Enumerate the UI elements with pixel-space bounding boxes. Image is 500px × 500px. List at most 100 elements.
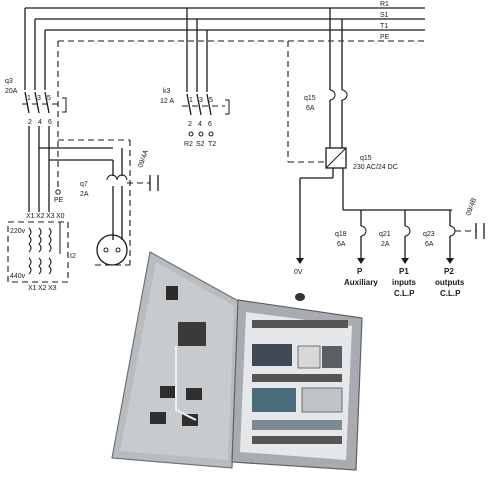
t2-frame <box>7 221 69 283</box>
door-pushbutton-2 <box>186 388 202 400</box>
k3-output-t2: T2 <box>208 141 216 148</box>
p1-code: P1 <box>399 267 409 276</box>
motor-symbol <box>96 234 128 266</box>
p-arrow <box>357 258 365 264</box>
q23-rating: 6A <box>425 241 434 248</box>
pe-marker-label: PE <box>54 197 64 204</box>
psu-rating: 230 AC/24 DC <box>353 164 398 171</box>
p1-caption-1: inputs <box>392 278 417 287</box>
t2-bottom-x1: X1 <box>28 285 37 292</box>
p2-caption-1: outputs <box>435 278 465 287</box>
t2-coil-4 <box>28 257 32 275</box>
cable-gland <box>295 293 305 301</box>
t2-coil-5 <box>38 257 42 275</box>
t2-secondary-label: 440v <box>10 273 26 280</box>
k3-contact-2 <box>196 93 202 116</box>
k3-out-terminal-2 <box>198 131 204 137</box>
output-branch-p1: q21 2A P1 inputs C.L.P <box>379 210 417 298</box>
t2-coil-2 <box>38 227 42 253</box>
q3-contact-1 <box>24 91 30 114</box>
q23-name: q23 <box>423 231 435 238</box>
terminal-strip <box>252 420 342 430</box>
wire-duct-top <box>252 320 348 328</box>
q3-term-4: 4 <box>38 119 42 126</box>
t2-term-x1: X1 <box>26 213 35 220</box>
q15-rating: 6A <box>306 105 315 112</box>
p1-arrow <box>401 258 409 264</box>
psu-box <box>325 147 347 169</box>
aux-contact-2-label: 09/4B <box>465 197 478 217</box>
psu-name: q15 <box>360 155 372 162</box>
wire-duct-bottom <box>252 436 342 444</box>
cabinet-photo <box>111 251 363 471</box>
q23-arc <box>449 225 456 237</box>
t2-coil-1 <box>28 227 32 253</box>
k3-term-1: 1 <box>189 97 193 104</box>
k3-out-terminal-3 <box>208 131 214 137</box>
q18-rating: 6A <box>337 241 346 248</box>
t2-bottom-x2: X2 <box>38 285 47 292</box>
t2-name: t2 <box>70 253 76 260</box>
q7-name: q7 <box>80 181 88 188</box>
wire-duct-middle <box>252 374 342 382</box>
t2-term-x0: X0 <box>56 213 65 220</box>
door-pushbutton-4 <box>182 414 198 426</box>
p1-caption-2: C.L.P <box>394 289 415 298</box>
k3-rating: 12 A <box>160 98 174 105</box>
output-branch-p2: q23 6A P2 outputs C.L.P 09/4B <box>423 197 485 298</box>
q21-name: q21 <box>379 231 391 238</box>
k3-out-terminal-1 <box>188 131 194 137</box>
q3-term-5: 5 <box>47 95 51 102</box>
bus-t1-label: T1 <box>380 23 388 30</box>
q3-contact-2 <box>34 91 40 114</box>
zero-v-arrow <box>296 258 304 264</box>
din-rail-breakers <box>252 344 292 366</box>
door-lock <box>166 286 178 300</box>
aux-contact-1-label: 09/4A <box>137 149 150 169</box>
p-caption: Auxiliary <box>344 278 378 287</box>
t2-coil-3 <box>48 227 52 253</box>
motor-terminal-1 <box>103 247 109 253</box>
q3-rating: 20A <box>5 88 18 95</box>
k3-term-2: 2 <box>188 121 192 128</box>
t2-coil-6 <box>48 257 52 275</box>
q18-arc <box>360 225 367 237</box>
p2-code: P2 <box>444 267 454 276</box>
q15-name: q15 <box>304 95 316 102</box>
door-pushbutton-3 <box>150 412 166 424</box>
q21-rating: 2A <box>381 241 390 248</box>
q3-name: q3 <box>5 78 13 85</box>
relay-module <box>297 345 321 369</box>
t2-bottom-x3: X3 <box>48 285 57 292</box>
k3-contact-1 <box>186 93 192 116</box>
k3-term-3: 3 <box>199 97 203 104</box>
k3-output-r2: R2 <box>184 141 193 148</box>
output-branch-p: q18 6A P Auxiliary <box>335 210 378 287</box>
contactor-k3: k3 12 A 1 3 5 2 4 6 R2 S2 T2 <box>160 8 230 148</box>
q3-term-1: 1 <box>27 95 31 102</box>
t2-term-x3: X3 <box>46 213 55 220</box>
door-wiring <box>175 346 197 421</box>
q3-contact-3 <box>44 91 50 114</box>
q7-breaker-arc-1 <box>106 174 118 181</box>
q7-rating: 2A <box>80 191 89 198</box>
p-code: P <box>357 267 363 276</box>
door-switch-box <box>178 322 206 346</box>
k3-contact-3 <box>206 93 212 116</box>
q3-term-2: 2 <box>28 119 32 126</box>
q15-arc-1 <box>329 89 336 101</box>
transformer-t2: 220v 440v X1 X2 X3 X0 t2 X1 X2 X3 <box>7 213 76 292</box>
t2-primary-label: 220v <box>10 228 26 235</box>
q15-arc-2 <box>341 89 348 101</box>
plc-module <box>252 388 296 412</box>
bus-pe-label: PE <box>380 34 390 41</box>
t2-term-x2: X2 <box>36 213 45 220</box>
zero-v-label: 0V <box>294 269 303 276</box>
p2-caption-2: C.L.P <box>440 289 461 298</box>
k3-term-5: 5 <box>209 97 213 104</box>
door-pushbutton-1 <box>160 386 176 398</box>
q3-handle <box>62 97 67 113</box>
power-supply-module <box>301 387 343 413</box>
contactor-module <box>322 346 342 368</box>
